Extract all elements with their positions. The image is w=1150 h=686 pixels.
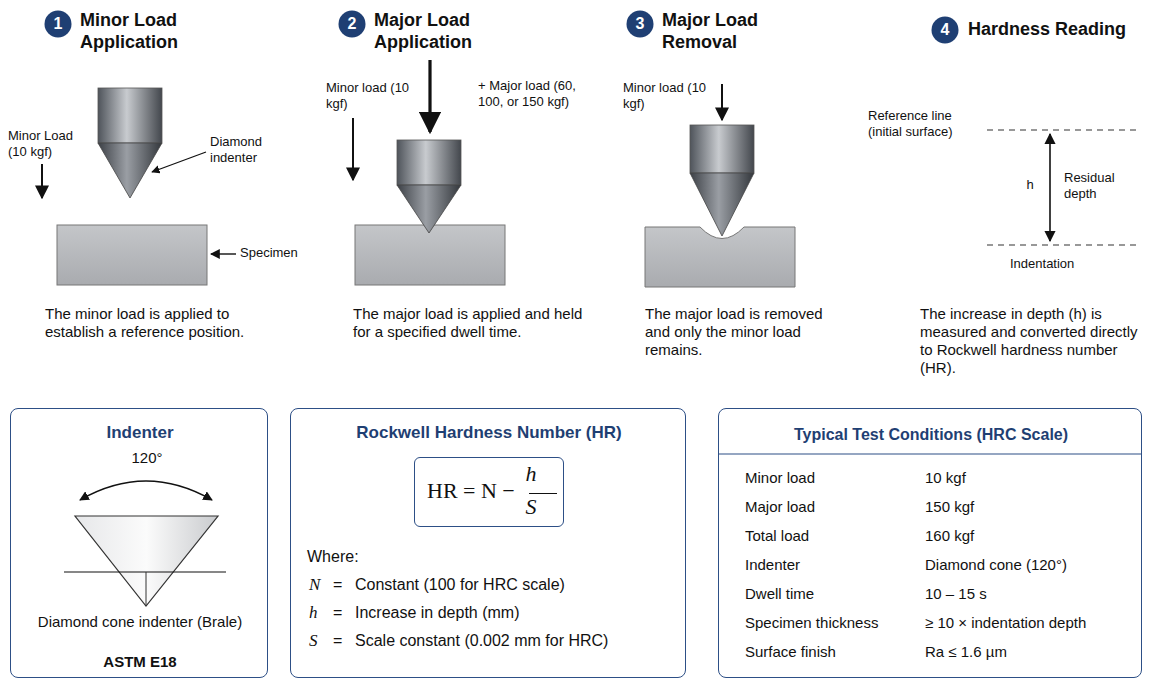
step-circle-shape [45,11,72,38]
formula-denominator: S [519,494,543,520]
symbol: N [309,575,329,595]
table-cell: Total load [745,527,920,545]
table-cell: Dwell time [745,585,920,603]
formula-box: HR = N −hS [414,457,564,527]
step-caption: The minor load is applied to establish a… [45,305,273,341]
reference-label: Reference line (initial surface) [868,108,984,139]
where-label: Where: [307,547,427,566]
step-number: 4 [931,16,959,44]
dimension-symbol: h [1023,177,1037,193]
part-label: Specimen [240,245,320,261]
load-label: Minor load (10 kgf) [623,80,707,111]
step-title: Major Load Application [374,10,498,53]
indenter-description: Diamond cone indenter (Brale) [25,613,255,631]
definition: Scale constant (0.002 mm for HRC) [355,631,675,650]
table-divider [719,453,1141,454]
panel-1-figure [42,88,236,285]
table-cell: 10 kgf [925,469,1135,487]
load-label: Minor Load (10 kgf) [8,128,92,159]
step-number-text: 2 [338,10,366,38]
panel-3-figure [645,84,795,287]
standard-label: ASTM E18 [40,653,240,671]
step-caption: The major load is removed and only the m… [645,305,840,359]
table-cell: Surface finish [745,643,920,661]
formula-numerator: h [519,461,543,487]
load-label: Minor load (10 kgf) [326,80,410,111]
panel-4-figure [987,130,1140,245]
equals: = [333,631,351,650]
part-label: Diamond indenter [210,134,294,165]
fraction-bar [529,493,557,494]
step-title: Major Load Removal [662,10,786,53]
table-cell: Specimen thickness [745,614,920,632]
formula-panel: Rockwell Hardness Number (HR)Where:N=Con… [290,408,686,678]
symbol: S [309,631,329,651]
step-number-text: 4 [931,16,959,44]
table-cell: Ra ≤ 1.6 µm [925,643,1135,661]
table-cell: Major load [745,498,920,516]
load-label: + Major load (60, 100, or 150 kgf) [478,78,598,109]
table-title: Typical Test Conditions (HRC Scale) [726,425,1136,444]
part-label: Indentation [1010,256,1110,272]
table-cell: 10 – 15 s [925,585,1135,603]
step-number: 1 [44,10,72,38]
panel-title: Indenter [20,423,260,443]
step-number-text: 1 [44,10,72,38]
table-cell: ≥ 10 × indentation depth [925,614,1135,632]
step-number: 2 [338,10,366,38]
step-title: Hardness Reading [968,19,1146,41]
step-caption: The increase in depth (h) is measured an… [920,305,1142,377]
panel-title: Rockwell Hardness Number (HR) [299,423,679,443]
step-circle-shape [932,17,959,44]
step-title: Minor Load Application [80,10,198,53]
table-cell: Diamond cone (120°) [925,556,1135,574]
table-cell: Minor load [745,469,920,487]
table-cell: 160 kgf [925,527,1135,545]
equals: = [333,575,351,594]
symbol: h [309,603,329,623]
step-number-text: 3 [626,10,654,38]
definition: Increase in depth (mm) [355,603,675,622]
table-cell: 150 kgf [925,498,1135,516]
brale-figure [64,481,226,606]
step-circle-shape [339,11,366,38]
definition: Constant (100 for HRC scale) [355,575,675,594]
conditions-table: Typical Test Conditions (HRC Scale) Minor… [718,408,1142,678]
step-circle-shape [627,11,654,38]
formula-text: HR = N − [427,478,527,504]
indenter-panel: Indenter 120° Diamond cone indenter (Brale… [10,408,268,678]
step-caption: The major load is applied and held for a… [353,305,598,341]
step-number: 3 [626,10,654,38]
dimension-label: Residual depth [1064,170,1136,201]
equals: = [333,603,351,622]
table-cell: Indenter [745,556,920,574]
angle-label: 120° [107,449,187,467]
